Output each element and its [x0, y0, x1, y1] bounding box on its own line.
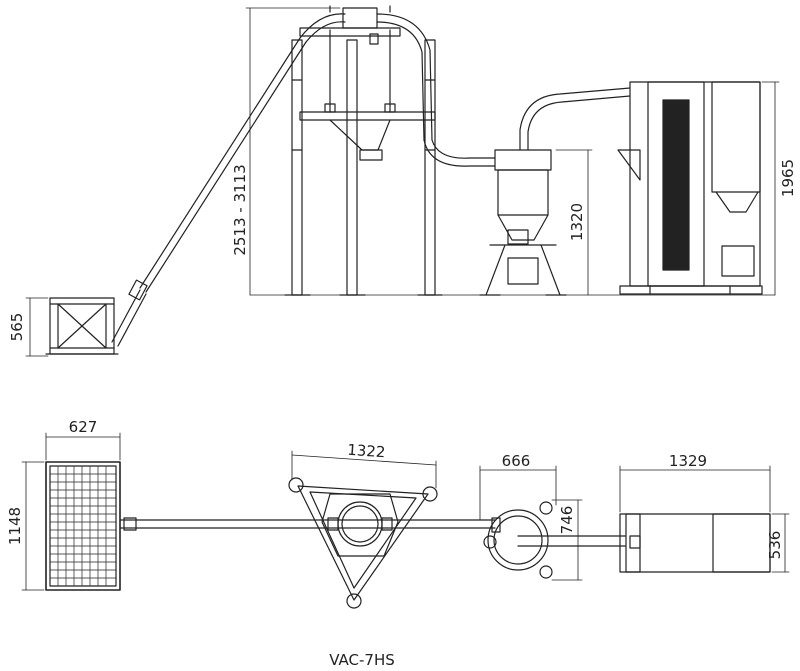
dimension-lines-plan: [21, 432, 790, 591]
side-elevation: [45, 5, 776, 355]
dim-hopper-depth: 1148: [6, 507, 24, 545]
transfer-hose: [423, 139, 496, 167]
model-caption: VAC-7HS: [329, 651, 395, 669]
pump-cabinet-side: [617, 81, 763, 295]
pump-cabinet-plan: [619, 513, 771, 573]
dim-feed-hopper-height: 565: [8, 313, 26, 342]
dim-cyclone-depth: 746: [558, 506, 576, 535]
dim-cabinet-width: 1329: [669, 452, 707, 470]
cyclone-receiver-side: [479, 87, 631, 296]
plan-view: [45, 461, 771, 609]
dim-tripod-span: 1322: [347, 441, 386, 462]
tripod-frame-plan: [288, 477, 438, 609]
dim-cyclone-width: 666: [502, 452, 531, 470]
dimension-labels: 565 2513 - 3113 1320 1965 627 1148 1322 …: [6, 159, 797, 559]
cyclone-plan: [483, 501, 626, 579]
feed-hopper-plan: [45, 461, 121, 591]
dimension-lines-side: [25, 7, 780, 357]
feed-hopper-side: [45, 297, 119, 355]
inclined-conveyor-tube: [111, 13, 346, 347]
dim-hopper-width: 627: [69, 418, 98, 436]
dim-cabinet-height: 1965: [779, 159, 797, 197]
elevated-frame: [284, 5, 443, 296]
dim-cabinet-depth: 536: [766, 531, 784, 560]
dim-overall-height: 2513 - 3113: [231, 164, 249, 255]
dim-cyclone-height: 1320: [568, 203, 586, 241]
